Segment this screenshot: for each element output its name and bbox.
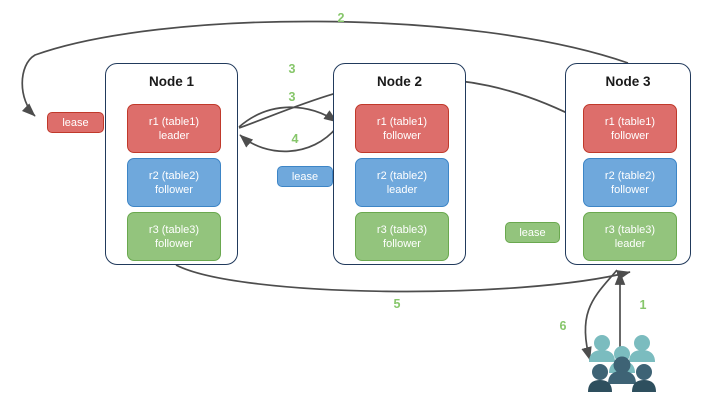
replica-role: follower bbox=[611, 129, 649, 142]
replica-name: r1 (table1) bbox=[604, 115, 656, 128]
step-label-4: 4 bbox=[291, 132, 299, 146]
replica-role: follower bbox=[611, 183, 649, 196]
replica-role: follower bbox=[155, 183, 193, 196]
node-2-replica-r3[interactable]: r3 (table3) follower bbox=[355, 212, 449, 261]
replica-role: follower bbox=[383, 237, 421, 250]
replica-name: r2 (table2) bbox=[376, 169, 428, 182]
replica-role: follower bbox=[383, 129, 421, 142]
node-1-replica-r1[interactable]: r1 (table1) leader bbox=[127, 104, 221, 153]
lease-token-r2[interactable]: lease bbox=[277, 166, 333, 187]
replica-name: r2 (table2) bbox=[148, 169, 200, 182]
step-label-1: 1 bbox=[639, 298, 647, 312]
node-2-replica-r1[interactable]: r1 (table1) follower bbox=[355, 104, 449, 153]
node-2-replica-r2[interactable]: r2 (table2) leader bbox=[355, 158, 449, 207]
replica-name: r3 (table3) bbox=[376, 223, 428, 236]
replica-role: leader bbox=[158, 129, 190, 142]
node-1-replica-r2[interactable]: r2 (table2) follower bbox=[127, 158, 221, 207]
node-3-replica-r1[interactable]: r1 (table1) follower bbox=[583, 104, 677, 153]
node-3-title: Node 3 bbox=[605, 74, 651, 89]
replica-name: r2 (table2) bbox=[604, 169, 656, 182]
node-1-title: Node 1 bbox=[148, 74, 194, 89]
replica-role: follower bbox=[155, 237, 193, 250]
node-3-box[interactable]: Node 3 r1 (table1) follower r2 (table2) … bbox=[565, 63, 691, 265]
replica-name: r3 (table3) bbox=[604, 223, 656, 236]
step-label-2: 2 bbox=[337, 11, 345, 25]
arrow-step-3-short bbox=[238, 106, 338, 128]
node-1-replica-r3[interactable]: r3 (table3) follower bbox=[127, 212, 221, 261]
node-3-replica-r2[interactable]: r2 (table2) follower bbox=[583, 158, 677, 207]
replica-role: leader bbox=[386, 183, 418, 196]
step-label-3a: 3 bbox=[288, 62, 296, 76]
step-label-5: 5 bbox=[393, 297, 401, 311]
step-label-3b: 3 bbox=[288, 90, 296, 104]
node-3-replica-r3[interactable]: r3 (table3) leader bbox=[583, 212, 677, 261]
replica-name: r3 (table3) bbox=[148, 223, 200, 236]
node-1-box[interactable]: Node 1 r1 (table1) leader r2 (table2) fo… bbox=[105, 63, 238, 265]
lease-token-r1[interactable]: lease bbox=[47, 112, 104, 133]
node-2-box[interactable]: Node 2 r1 (table1) follower r2 (table2) … bbox=[333, 63, 466, 265]
users-icon bbox=[588, 335, 656, 392]
replica-role: leader bbox=[614, 237, 646, 250]
step-label-6: 6 bbox=[559, 319, 567, 333]
replica-name: r1 (table1) bbox=[376, 115, 428, 128]
lease-token-r3[interactable]: lease bbox=[505, 222, 560, 243]
node-2-title: Node 2 bbox=[376, 74, 422, 89]
arrow-step-5 bbox=[175, 264, 631, 293]
replica-name: r1 (table1) bbox=[148, 115, 200, 128]
